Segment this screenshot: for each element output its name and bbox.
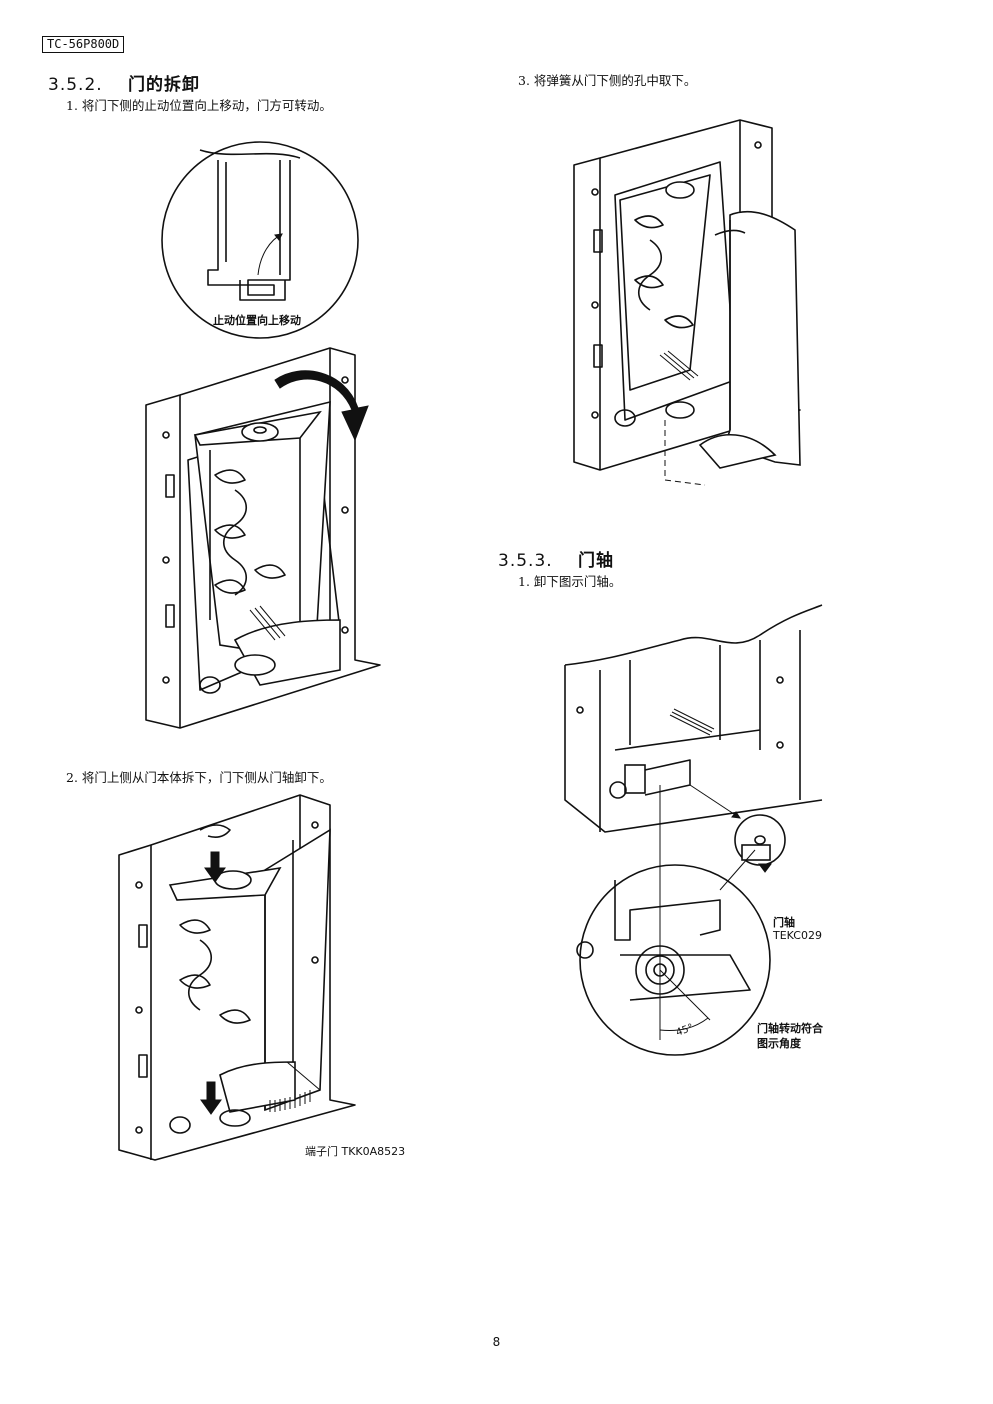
step-1-shaft-text: 1. 卸下图示门轴。 xyxy=(518,574,622,589)
page-number: 8 xyxy=(492,1335,501,1349)
step-3-text: 3. 将弹簧从门下侧的孔中取下。 xyxy=(518,73,697,88)
section-number: 3.5.3. xyxy=(498,551,553,571)
section-title: 门轴 xyxy=(578,551,614,571)
section-heading-3-5-2: 3.5.2. 门的拆卸 xyxy=(48,70,200,95)
fig2-part-label: 端子门 TKK0A8523 xyxy=(305,1145,406,1158)
rotate-note-line1: 门轴转动符合 xyxy=(757,1022,823,1035)
figure-door-shaft xyxy=(564,604,823,1056)
figure-door-stopper xyxy=(161,141,359,339)
step-1-text: 1. 将门下侧的止动位置向上移动，门方可转动。 xyxy=(66,98,332,113)
step-2-text: 2. 将门上侧从门本体拆下，门下侧从门轴卸下。 xyxy=(66,770,332,785)
figure-door-remove xyxy=(118,794,356,1161)
figure-spring-remove xyxy=(573,119,801,486)
section-number: 3.5.2. xyxy=(48,75,103,95)
section-heading-3-5-3: 3.5.3. 门轴 xyxy=(498,546,614,571)
figure-door-rotate xyxy=(145,347,381,729)
model-number-box: TC-56P800D xyxy=(42,36,125,53)
section-title: 门的拆卸 xyxy=(128,75,200,95)
shaft-name-label: 门轴 xyxy=(773,916,795,929)
rotate-note-line2: 图示角度 xyxy=(757,1037,801,1050)
fig1-stopper-label: 止动位置向上移动 xyxy=(213,314,301,327)
shaft-code-label: TEKC029 xyxy=(773,929,822,942)
